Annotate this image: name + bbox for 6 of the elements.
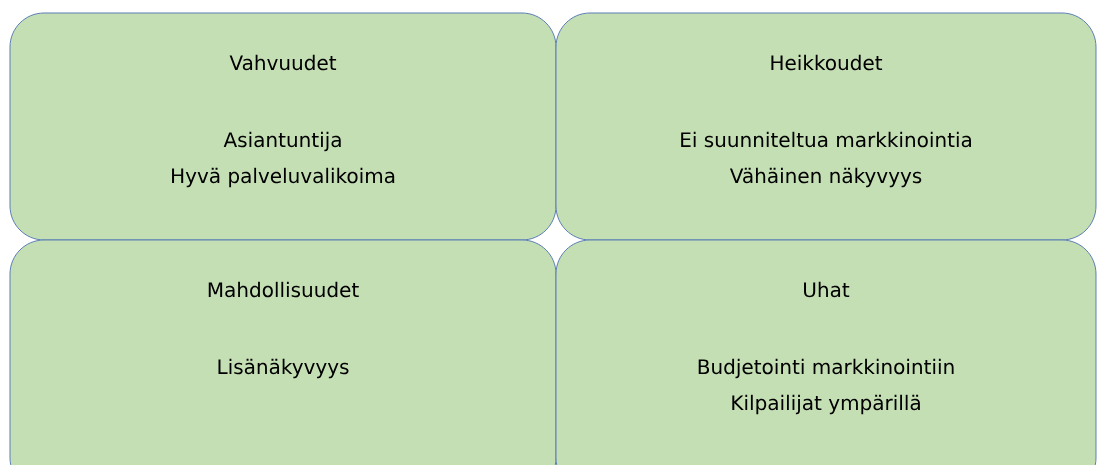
node-label: Mahdollisuudet [208,281,359,298]
swot-quadrant: Vahvuudet Asiantuntija Hyvä palveluvalikoima [9,12,557,241]
node-label: Lisänäkyvyys [218,358,349,379]
swot-quadrant: Uhat Budjetointi markkinointiin Kilpailijat ympärillä [555,239,1097,465]
swot-quadrant: Mahdollisuudet Lisänäkyvyys [9,239,557,465]
swot-quadrant: Heikkoudet Ei suunniteltua markkinointia Vähäinen näkyvyys [555,12,1097,241]
